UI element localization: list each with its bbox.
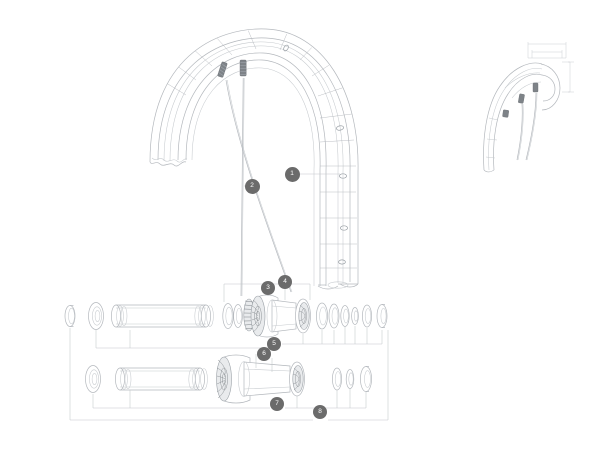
lower-hub-row — [85, 354, 372, 404]
callout-label-8: 8 — [318, 407, 322, 415]
lower-endcap-left — [85, 365, 101, 393]
upper-spacer-2 — [328, 303, 340, 329]
callout-label-5: 5 — [272, 339, 276, 347]
callout-badge-6[interactable]: 6 — [257, 347, 271, 361]
callout-badge-2[interactable]: 2 — [244, 178, 260, 194]
callout-badge-3[interactable]: 3 — [261, 281, 275, 295]
callout-label-6: 6 — [262, 349, 266, 357]
upper-spacer-4 — [351, 307, 359, 325]
upper-bearing-b — [233, 304, 243, 328]
upper-bearing-right — [295, 298, 311, 334]
upper-spacer-3 — [340, 305, 350, 327]
rim-arc — [149, 28, 359, 290]
upper-hub-shell — [250, 294, 297, 338]
lower-hub-shell — [216, 354, 291, 404]
upper-bearing-a — [222, 303, 234, 329]
upper-hub-row — [64, 294, 388, 338]
spoke-group — [217, 59, 293, 297]
upper-spacer-1 — [316, 302, 328, 330]
spoke-nipple-b — [239, 59, 247, 77]
callout-label-1: 1 — [290, 169, 294, 177]
callout-label-4: 4 — [283, 277, 287, 285]
upper-endcap-left — [88, 302, 104, 330]
callout-label-2: 2 — [250, 181, 254, 189]
lower-endcap-right — [360, 366, 372, 392]
callout-badge-4[interactable]: 4 — [278, 275, 292, 289]
rim-spoke-holes — [283, 44, 348, 265]
callout-badge-7[interactable]: 7 — [270, 397, 284, 411]
upper-spacer-5 — [362, 304, 372, 328]
spoke-nipple-a — [217, 61, 228, 78]
callout-badge-8[interactable]: 8 — [313, 405, 327, 419]
lower-spacer-2 — [345, 369, 355, 389]
callout-label-7: 7 — [275, 399, 279, 407]
lower-bearing-right — [289, 361, 305, 397]
upper-endcap-right — [376, 304, 388, 328]
callout-label-3: 3 — [266, 283, 270, 291]
callout-badge-5[interactable]: 5 — [267, 337, 281, 351]
lower-axle — [115, 367, 208, 391]
upper-axle — [111, 304, 214, 328]
lower-spacer-1 — [332, 367, 342, 391]
upper-lockring-left — [64, 305, 76, 327]
callout-badge-1[interactable]: 1 — [284, 166, 300, 182]
inset-detail — [483, 42, 574, 173]
